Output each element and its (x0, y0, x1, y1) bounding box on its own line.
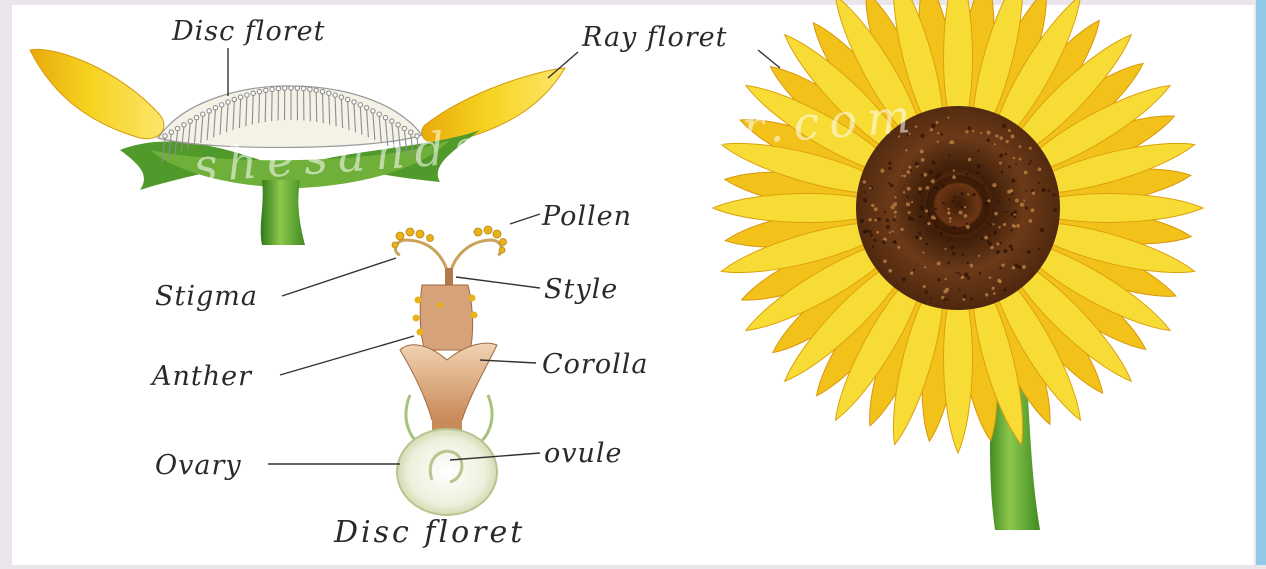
ovary (397, 429, 497, 515)
label-ovule: ovule (544, 438, 623, 469)
label-style: Style (544, 274, 618, 305)
label-ray-floret: Ray floret (581, 22, 728, 53)
style-shaft (445, 268, 453, 286)
label-pollen: Pollen (541, 201, 632, 232)
right-edge-strip (1256, 0, 1266, 565)
ray-petal (944, 0, 973, 123)
label-ovary: Ovary (155, 450, 242, 481)
anther-tube (420, 285, 473, 350)
label-corolla: Corolla (542, 349, 648, 380)
flower-head-stem (261, 180, 305, 245)
label-anther: Anther (149, 361, 253, 392)
label-disc-floret-bottom: Disc floret (333, 515, 525, 550)
label-disc-floret-top: Disc floret (171, 16, 325, 47)
label-stigma: Stigma (155, 281, 258, 312)
